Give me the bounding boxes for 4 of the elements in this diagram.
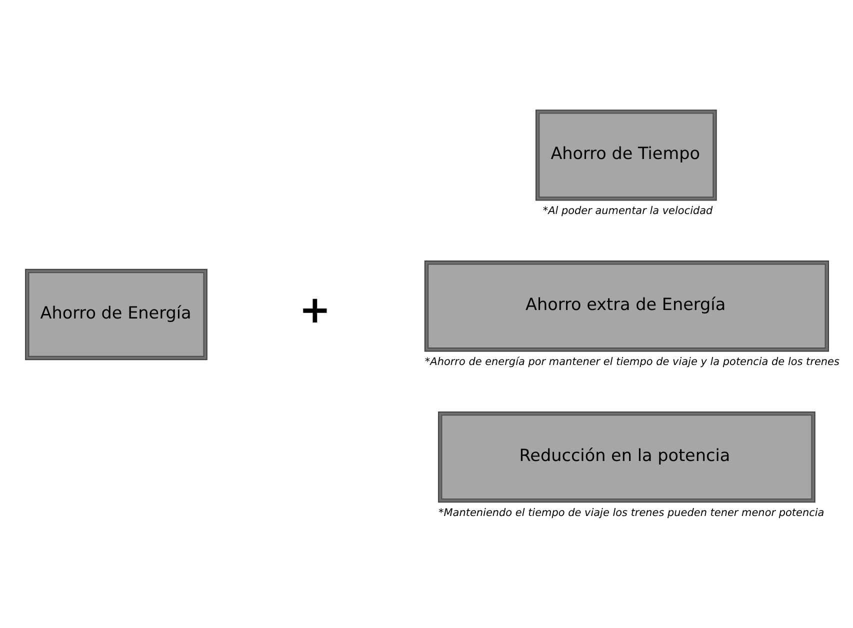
- label: +: [299, 287, 331, 332]
- node-label: *Ahorro de energía por mantener el tiempo de viaje y la potencia de los trenes: [424, 355, 840, 368]
- node-label: *Al poder aumentar la velocidad: [542, 204, 713, 216]
- node-label: *Manteniendo el tiempo de viaje los trenes pueden tener menor potencia: [438, 506, 824, 518]
